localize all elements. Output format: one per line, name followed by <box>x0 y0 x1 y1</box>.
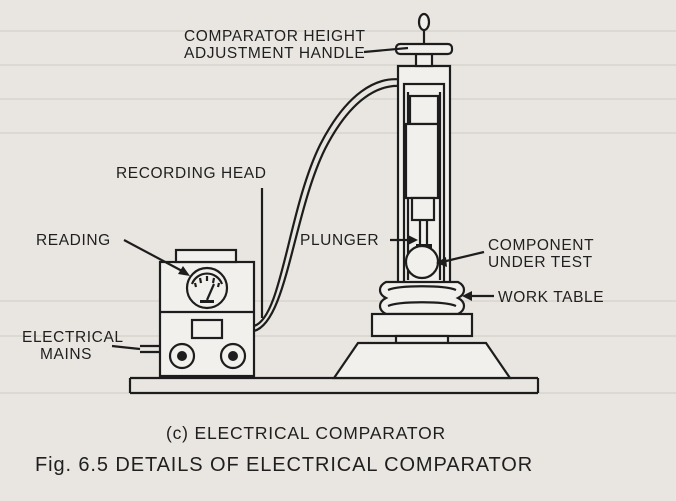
leader-arrows <box>111 46 494 351</box>
work-table-label: WORK TABLE <box>498 289 605 306</box>
plunger-label: PLUNGER <box>300 232 380 249</box>
measuring-head <box>404 94 440 222</box>
component-label-line2: UNDER TEST <box>488 254 593 271</box>
handle-label: COMPARATOR HEIGHT ADJUSTMENT HANDLE <box>184 28 366 62</box>
height-adjustment-handle <box>394 12 454 68</box>
control-knob-left <box>168 342 196 370</box>
work-table <box>370 280 474 345</box>
subcaption: (c) ELECTRICAL COMPARATOR <box>166 423 446 443</box>
figure-caption: Fig. 6.5 DETAILS OF ELECTRICAL COMPARATO… <box>35 454 534 476</box>
control-knob-right <box>219 342 247 370</box>
reading-dial <box>185 266 229 310</box>
electrical-mains-label: ELECTRICAL MAINS <box>22 329 124 363</box>
recording-head-label: RECORDING HEAD <box>116 165 267 182</box>
signal-cable <box>253 78 413 333</box>
component-under-test <box>404 244 440 280</box>
electrical-mains-line2: MAINS <box>40 346 93 363</box>
base-platform <box>128 376 540 395</box>
reading-label: READING <box>36 232 111 249</box>
handle-label-line1: COMPARATOR HEIGHT <box>184 28 366 45</box>
electrical-mains-line1: ELECTRICAL <box>22 329 124 346</box>
component-label-line1: COMPONENT <box>488 237 595 254</box>
stand-base <box>331 341 513 380</box>
handle-label-line2: ADJUSTMENT HANDLE <box>184 45 366 62</box>
component-label: COMPONENT UNDER TEST <box>488 237 594 271</box>
